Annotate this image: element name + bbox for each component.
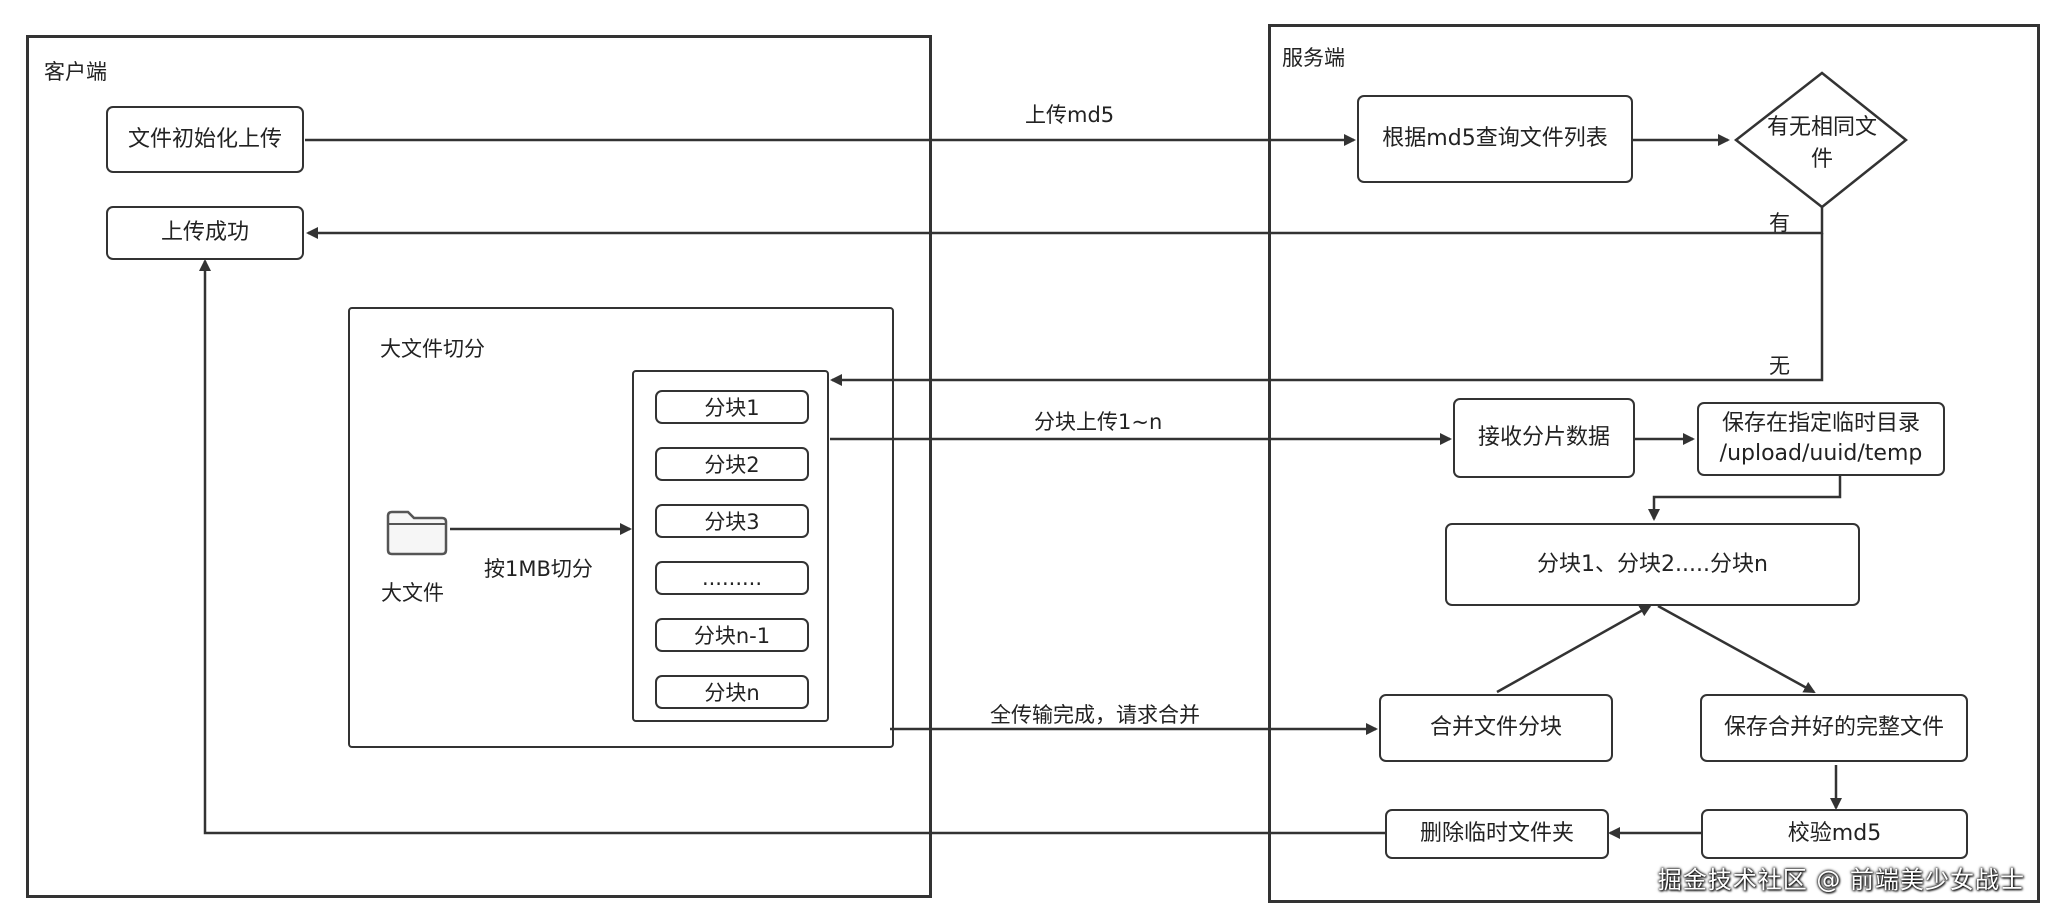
server-panel-title: 服务端 — [1282, 46, 1345, 70]
server-panel — [1268, 24, 2040, 903]
merge-request-label: 全传输完成，请求合并 — [990, 703, 1200, 727]
client-panel — [26, 35, 932, 898]
query-md5-node: 根据md5查询文件列表 — [1357, 95, 1633, 183]
verify-md5-node: 校验md5 — [1701, 809, 1968, 859]
big-file-label: 大文件 — [381, 581, 444, 605]
folder-icon — [386, 510, 448, 556]
save-merged-node: 保存合并好的完整文件 — [1700, 694, 1968, 762]
save-temp-node: 保存在指定临时目录 /upload/uuid/temp — [1697, 402, 1945, 476]
same-file-decision-diamond — [1733, 71, 1909, 209]
edge-merge-to-list — [1496, 604, 1652, 694]
edge-no-split — [830, 233, 1824, 386]
upload-chunks-label: 分块上传1~n — [1034, 410, 1163, 434]
chunk-item: ......... — [655, 561, 809, 595]
chunk-item: 分块2 — [655, 447, 809, 481]
no-label: 无 — [1769, 354, 1790, 378]
chunk-item: 分块1 — [655, 390, 809, 424]
upload-success-node: 上传成功 — [106, 206, 304, 260]
yes-label: 有 — [1769, 211, 1790, 235]
merge-chunks-node: 合并文件分块 — [1379, 694, 1613, 762]
chunk-item: 分块n — [655, 675, 809, 709]
delete-temp-node: 删除临时文件夹 — [1385, 809, 1609, 859]
split-rule-label: 按1MB切分 — [484, 557, 593, 581]
init-upload-node: 文件初始化上传 — [106, 106, 304, 173]
chunk-item: 分块n-1 — [655, 618, 809, 652]
edge-save-to-list — [1648, 476, 1842, 521]
split-group-title: 大文件切分 — [380, 337, 485, 361]
upload-md5-label: 上传md5 — [1025, 103, 1115, 127]
edge-delete-to-success — [199, 259, 1385, 835]
edge-yes-success — [306, 205, 1824, 239]
same-file-decision-label: 有无相同文 件 — [1766, 115, 1877, 172]
chunk-list-node: 分块1、分块2.....分块n — [1445, 523, 1860, 606]
chunk-container — [632, 370, 829, 722]
edge-list-to-save-merged — [1657, 604, 1816, 694]
split-group-panel — [348, 307, 894, 748]
receive-chunks-node: 接收分片数据 — [1453, 398, 1635, 478]
chunk-item: 分块3 — [655, 504, 809, 538]
watermark-text: 掘金技术社区 @ 前端美少女战士 — [1657, 866, 2025, 894]
client-panel-title: 客户端 — [44, 60, 107, 84]
